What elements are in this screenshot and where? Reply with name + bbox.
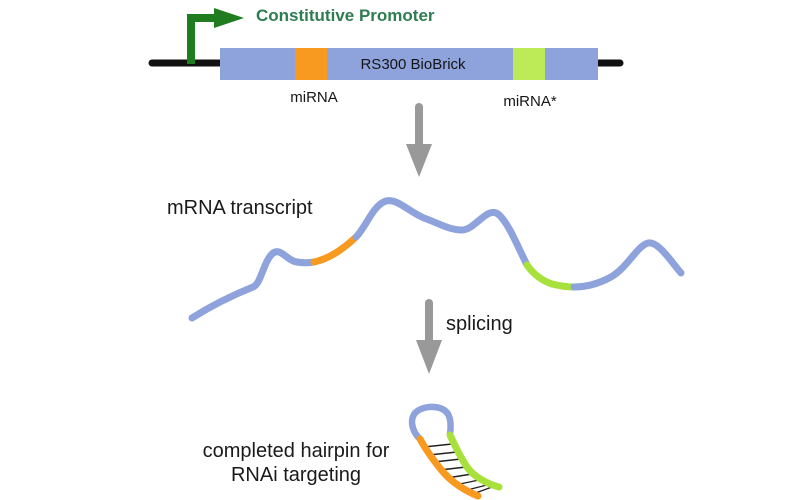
transcript-mirna-star-green-segment: [523, 261, 578, 291]
hairpin-caption-line1: completed hairpin for: [202, 440, 390, 462]
mrna-transcript-label: mRNA transcript: [167, 197, 313, 219]
transcript-mirna-orange-segment: [310, 233, 360, 266]
mirna-segment: [295, 48, 327, 80]
transcript-blue-segment-3: [570, 239, 685, 291]
rs300-biobrick-label: RS300 BioBrick: [360, 56, 466, 73]
hairpin-structure: [408, 403, 503, 500]
mirna-label: miRNA: [290, 89, 338, 106]
promoter-arrowhead-icon: [214, 8, 244, 28]
splicing-down-arrow-icon: [416, 299, 442, 374]
splicing-label: splicing: [446, 313, 513, 335]
transcription-down-arrow-icon: [406, 103, 432, 177]
transcript-blue-segment-2: [352, 197, 531, 269]
mirna-star-segment: [513, 48, 545, 80]
hairpin-caption: completed hairpin for RNAi targeting: [203, 439, 390, 487]
transcript-blue-segment-1: [188, 248, 318, 322]
hairpin-loop-blue: [408, 403, 454, 444]
promoter-arrow-icon: [187, 14, 214, 64]
hairpin-mirna-star-green-strand: [446, 431, 503, 491]
basepair-rung: [423, 443, 453, 448]
hairpin-mirna-orange-strand: [416, 435, 482, 500]
mirna-star-label: miRNA*: [503, 93, 557, 110]
mrna-transcript-strand: [188, 197, 685, 322]
constitutive-promoter-label: Constitutive Promoter: [256, 6, 435, 25]
down-arrow-head: [416, 340, 442, 374]
down-arrow-head: [406, 144, 432, 177]
hairpin-caption-line2: RNAi targeting: [230, 464, 362, 486]
